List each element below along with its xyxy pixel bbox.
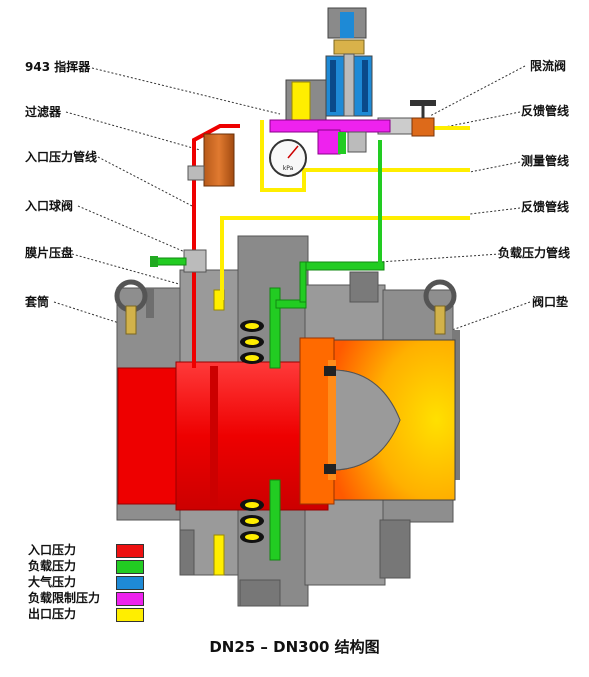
legend-label: 出口压力 [28, 607, 77, 621]
legend-swatch [116, 576, 144, 590]
label-valve-seat: 阀口垫 [532, 295, 569, 309]
label-pilot: 943 指挥器 [25, 60, 91, 74]
legend-swatch [116, 544, 144, 558]
label-inlet-ball-valve: 入口球阀 [25, 199, 74, 213]
legend-swatch [116, 560, 144, 574]
legend-item-atmospheric: 大气压力 [28, 575, 158, 591]
label-diaphragm-plate: 膜片压盘 [25, 246, 74, 260]
label-feedback-line-top: 反馈管线 [521, 104, 570, 118]
label-sensing-line: 测量管线 [521, 154, 570, 168]
filter [203, 133, 235, 187]
legend-item-load-limit: 负载限制压力 [28, 591, 158, 607]
diagram-caption: DN25 – DN300 结构图 [209, 638, 380, 656]
label-loading-pressure-line: 负载压力管线 [498, 246, 571, 260]
legend-label: 大气压力 [28, 575, 77, 589]
feedback-lines [220, 120, 470, 300]
label-feedback-line-mid: 反馈管线 [521, 200, 570, 214]
legend-item-loading: 负载压力 [28, 559, 158, 575]
legend-item-outlet: 出口压力 [28, 607, 158, 623]
pilot-943: kPa [269, 7, 391, 177]
label-restrictor-valve: 限流阀 [530, 59, 567, 73]
label-filter: 过滤器 [25, 105, 62, 119]
legend-label: 负载压力 [28, 559, 77, 573]
legend-label: 负载限制压力 [28, 591, 101, 605]
legend-item-inlet: 入口压力 [28, 543, 158, 559]
label-inlet-pressure-line: 入口压力管线 [25, 150, 98, 164]
gauge-unit: kPa [283, 165, 294, 172]
legend-swatch [116, 592, 144, 606]
legend-swatch [116, 608, 144, 622]
inlet-ball-valve [183, 249, 207, 273]
label-sleeve: 套筒 [25, 295, 50, 309]
legend-label: 入口压力 [28, 543, 77, 557]
loading-channels [269, 261, 385, 561]
